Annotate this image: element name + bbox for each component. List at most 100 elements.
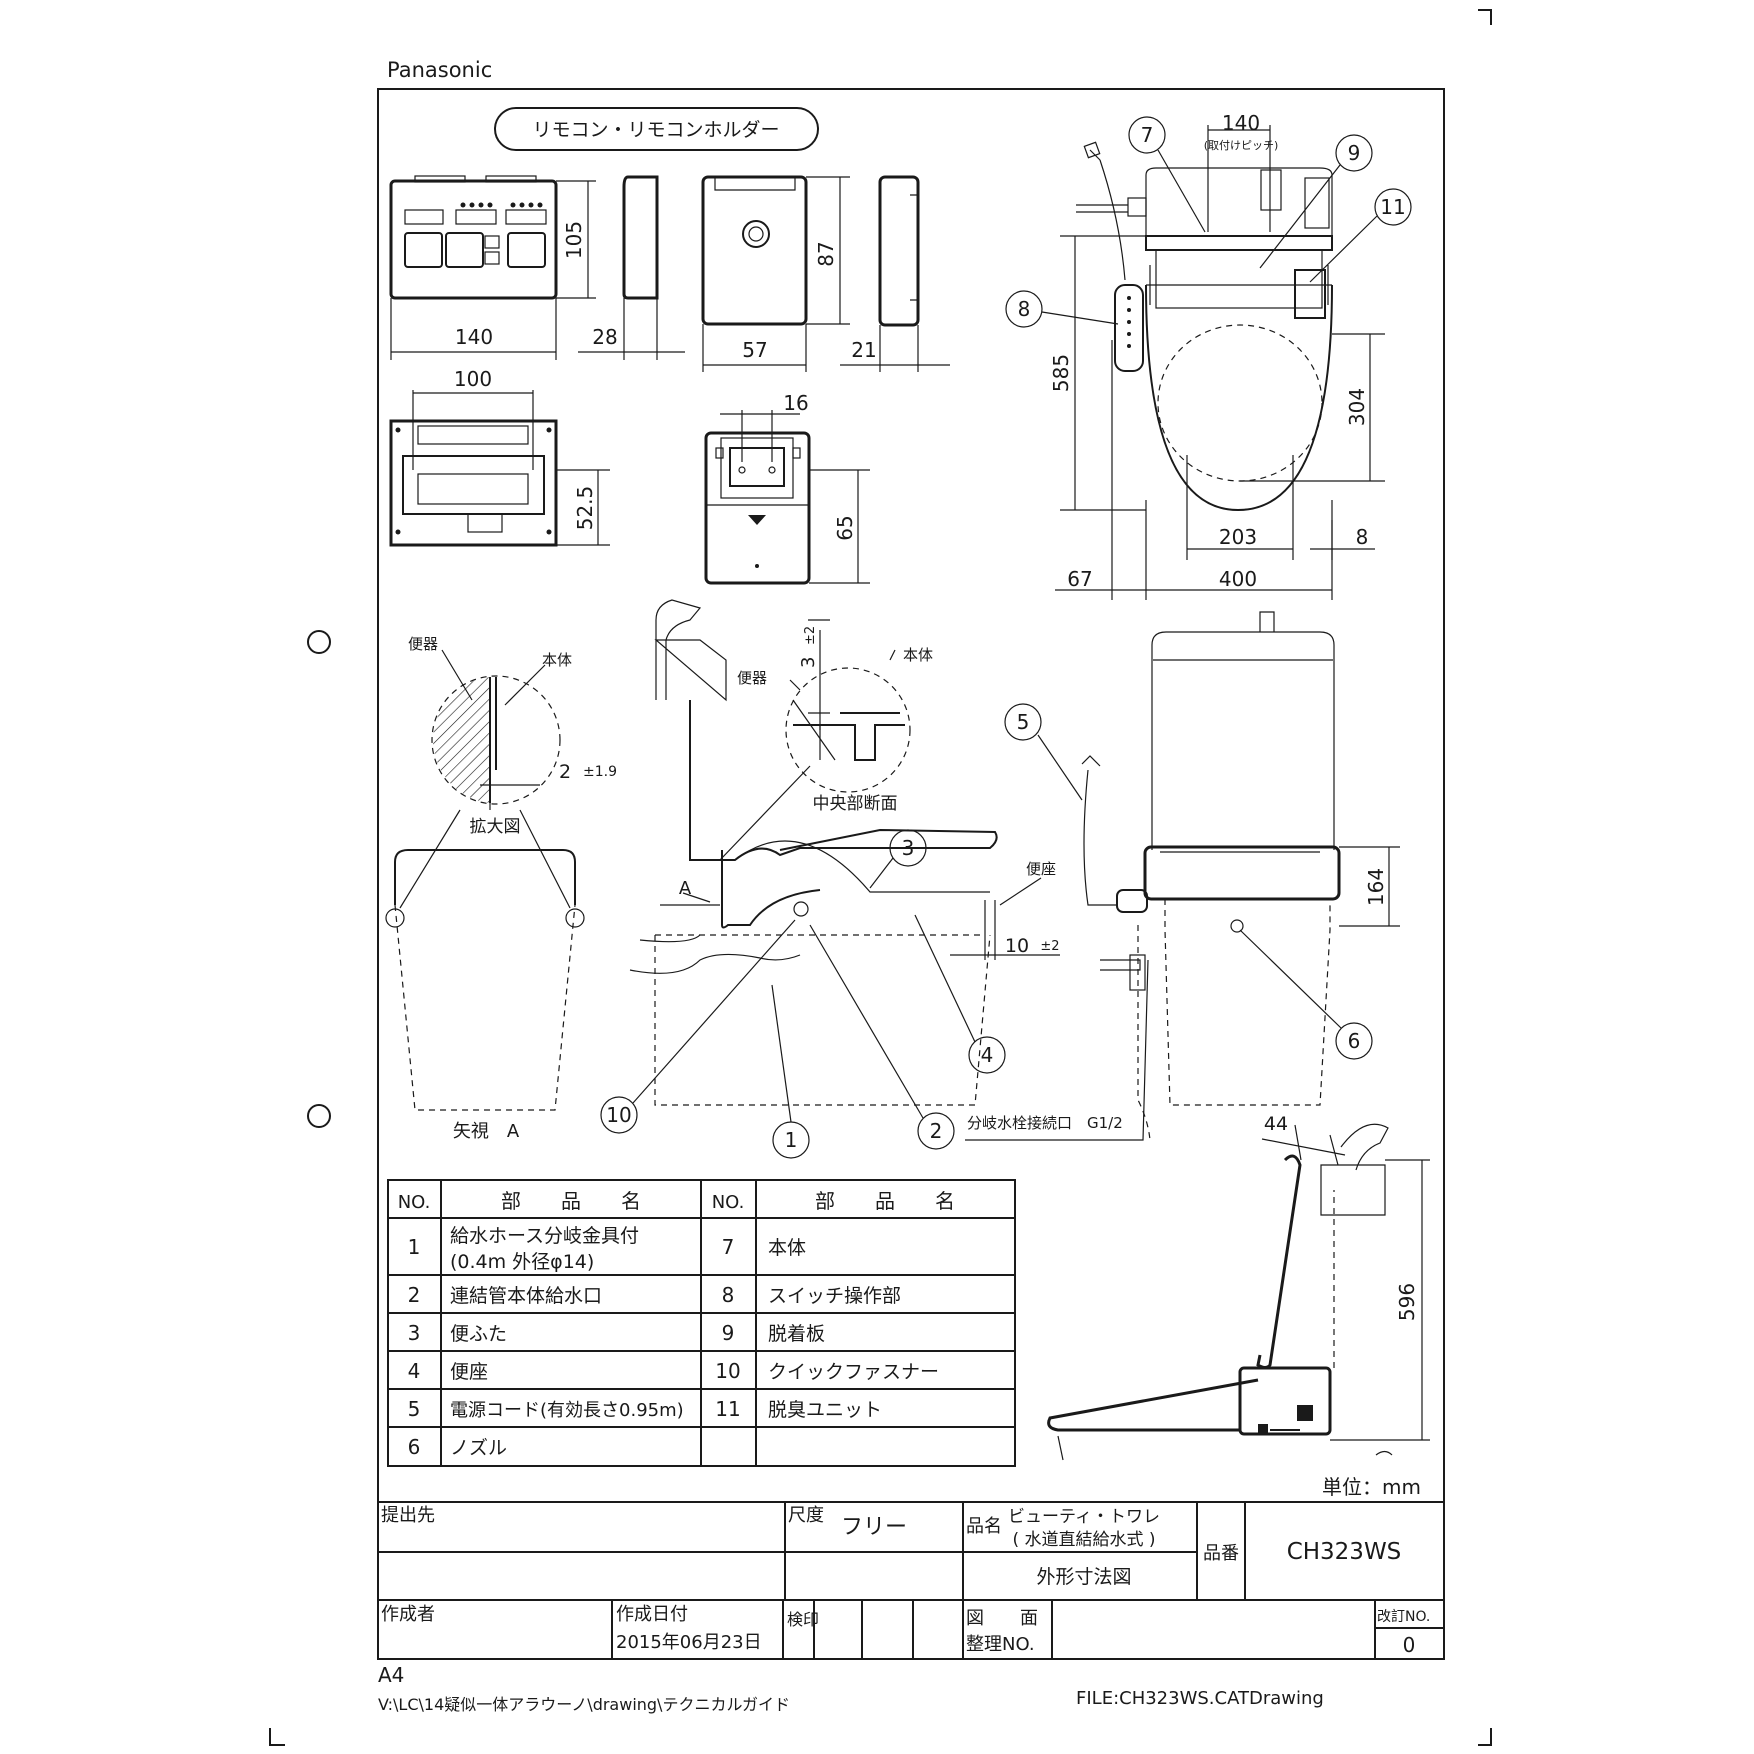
table-header-no-left: NO. (398, 1192, 431, 1213)
unit-label: 単位：mm (1322, 1475, 1421, 1499)
remote-back-dims (412, 390, 610, 546)
svg-text:スイッチ操作部: スイッチ操作部 (768, 1285, 901, 1307)
svg-text:10: 10 (715, 1359, 740, 1383)
holder-back-width-dim: 16 (783, 391, 808, 415)
holder-width-dim: 57 (742, 338, 767, 362)
table-row: 3 便ふた 9 脱着板 (408, 1321, 825, 1345)
check-label: 検印 (787, 1610, 819, 1629)
remote-section-title: リモコン・リモコンホルダー (532, 119, 779, 141)
top-offset-dim: 8 (1356, 525, 1369, 549)
clearance-dim-lines (950, 900, 1060, 960)
holder-back-dims (720, 410, 870, 584)
svg-text:7: 7 (722, 1235, 735, 1259)
callout-9: 9 (1259, 134, 1373, 269)
top-seat-depth-dim: 304 (1345, 388, 1369, 426)
remote-front-view (389, 175, 558, 300)
callout-8: 8 (1005, 290, 1119, 328)
svg-text:脱着板: 脱着板 (768, 1323, 825, 1345)
table-row: 2 連結管本体給水口 8 スイッチ操作部 (408, 1283, 901, 1307)
detail-leader (719, 765, 811, 861)
clearance-dim: 10 (1005, 935, 1029, 957)
top-pitch-dim: 140 (1222, 111, 1260, 135)
remote-back-view (389, 419, 558, 547)
holder-dims (702, 176, 850, 372)
date-value: 2015年06月23日 (616, 1632, 762, 1653)
holder-side-dims (840, 325, 950, 372)
submit-to-label: 提出先 (381, 1505, 435, 1526)
connection-leader (965, 959, 1149, 1141)
front-height-dim (1339, 846, 1400, 927)
svg-text:2: 2 (930, 1119, 943, 1143)
remote-side-dims (578, 298, 685, 360)
center-tolerance: ±2 (803, 626, 818, 645)
scale-value: フリー (841, 1515, 907, 1540)
part-no-value: CH323WS (1287, 1539, 1402, 1565)
punch-hole-top (307, 630, 331, 654)
svg-text:連結管本体給水口: 連結管本体給水口 (450, 1285, 602, 1307)
center-toilet-label: 便器 (737, 669, 767, 687)
enlarged-detail (431, 649, 561, 810)
top-seat-width-dim: 203 (1219, 525, 1257, 549)
drawing-no-label-1: 図 面 (966, 1608, 1038, 1629)
toilet-side-profile (629, 599, 998, 1106)
table-header-name-right: 部 品 名 (815, 1189, 955, 1213)
svg-text:3: 3 (408, 1321, 421, 1345)
remote-section-label-box (494, 107, 819, 151)
svg-text:8: 8 (1018, 297, 1031, 321)
paper-size: A4 (378, 1663, 404, 1687)
side-height-dim: 596 (1395, 1283, 1419, 1321)
svg-text:9: 9 (722, 1321, 735, 1345)
arrow-view-a (385, 809, 585, 1111)
table-row: 4 便座 10 クイックファスナー (408, 1359, 939, 1383)
holder-side-view (878, 175, 920, 327)
toilet-top-view (1076, 141, 1333, 512)
punch-hole-bottom (307, 1104, 331, 1128)
svg-text:(0.4m 外径φ14): (0.4m 外径φ14) (450, 1251, 594, 1273)
center-body-label: 本体 (903, 646, 933, 664)
svg-text:6: 6 (408, 1435, 421, 1459)
drawing-frame (377, 88, 1445, 1660)
callout-5: 5 (1004, 703, 1083, 801)
drawing-no-label-2: 整理NO. (966, 1634, 1035, 1655)
svg-text:クイックファスナー: クイックファスナー (768, 1361, 939, 1383)
brand-logo-text: Panasonic (387, 58, 492, 82)
product-sub: ( 水道直結給水式 ) (1012, 1530, 1155, 1550)
file-path: V:\LC\14疑似一体アラウーノ\drawing\テクニカルガイド (378, 1695, 790, 1714)
date-label: 作成日付 (616, 1604, 688, 1625)
svg-text:11: 11 (1380, 195, 1405, 219)
remote-back-height-dim: 52.5 (573, 486, 597, 531)
top-view-dims (1055, 125, 1385, 600)
table-header-name-left: 部 品 名 (501, 1189, 641, 1213)
author-label: 作成者 (381, 1604, 435, 1625)
remote-depth-dim: 28 (592, 325, 617, 349)
holder-height-dim: 87 (814, 241, 838, 266)
product-label: 品名 (966, 1516, 1002, 1537)
remote-side-view (622, 175, 659, 300)
callout-7: 7 (1128, 116, 1206, 233)
side-view-dims (1261, 1124, 1430, 1441)
remote-width-dim: 140 (455, 325, 493, 349)
title-block-grid (378, 1501, 1444, 1659)
center-section-label: 中央部断面 (813, 794, 898, 814)
svg-text:11: 11 (715, 1397, 740, 1421)
callout-11: 11 (1309, 188, 1412, 283)
remote-back-pitch-dim: 100 (454, 367, 492, 391)
table-row: 1 給水ホース分岐金具付 (0.4m 外径φ14) 7 本体 (408, 1225, 806, 1273)
seat-label: 便座 (1026, 860, 1056, 878)
svg-text:本体: 本体 (768, 1237, 806, 1259)
gap-tolerance: ±1.9 (583, 764, 617, 780)
svg-text:5: 5 (408, 1397, 421, 1421)
clearance-tolerance: ±2 (1040, 939, 1059, 954)
svg-text:1: 1 (408, 1235, 421, 1259)
top-total-length-dim: 585 (1049, 354, 1073, 392)
callout-10: 10 (600, 919, 796, 1134)
enlarged-toilet-label: 便器 (408, 635, 438, 653)
holder-front-view (701, 175, 808, 326)
enlarged-body-label: 本体 (542, 651, 572, 669)
scale-label: 尺度 (788, 1505, 824, 1526)
svg-text:2: 2 (408, 1283, 421, 1307)
table-row: 5 電源コード(有効長さ0.95m) 11 脱臭ユニット (408, 1397, 882, 1421)
callout-3: 3 (869, 829, 927, 889)
holder-back-height-dim: 65 (833, 515, 857, 540)
